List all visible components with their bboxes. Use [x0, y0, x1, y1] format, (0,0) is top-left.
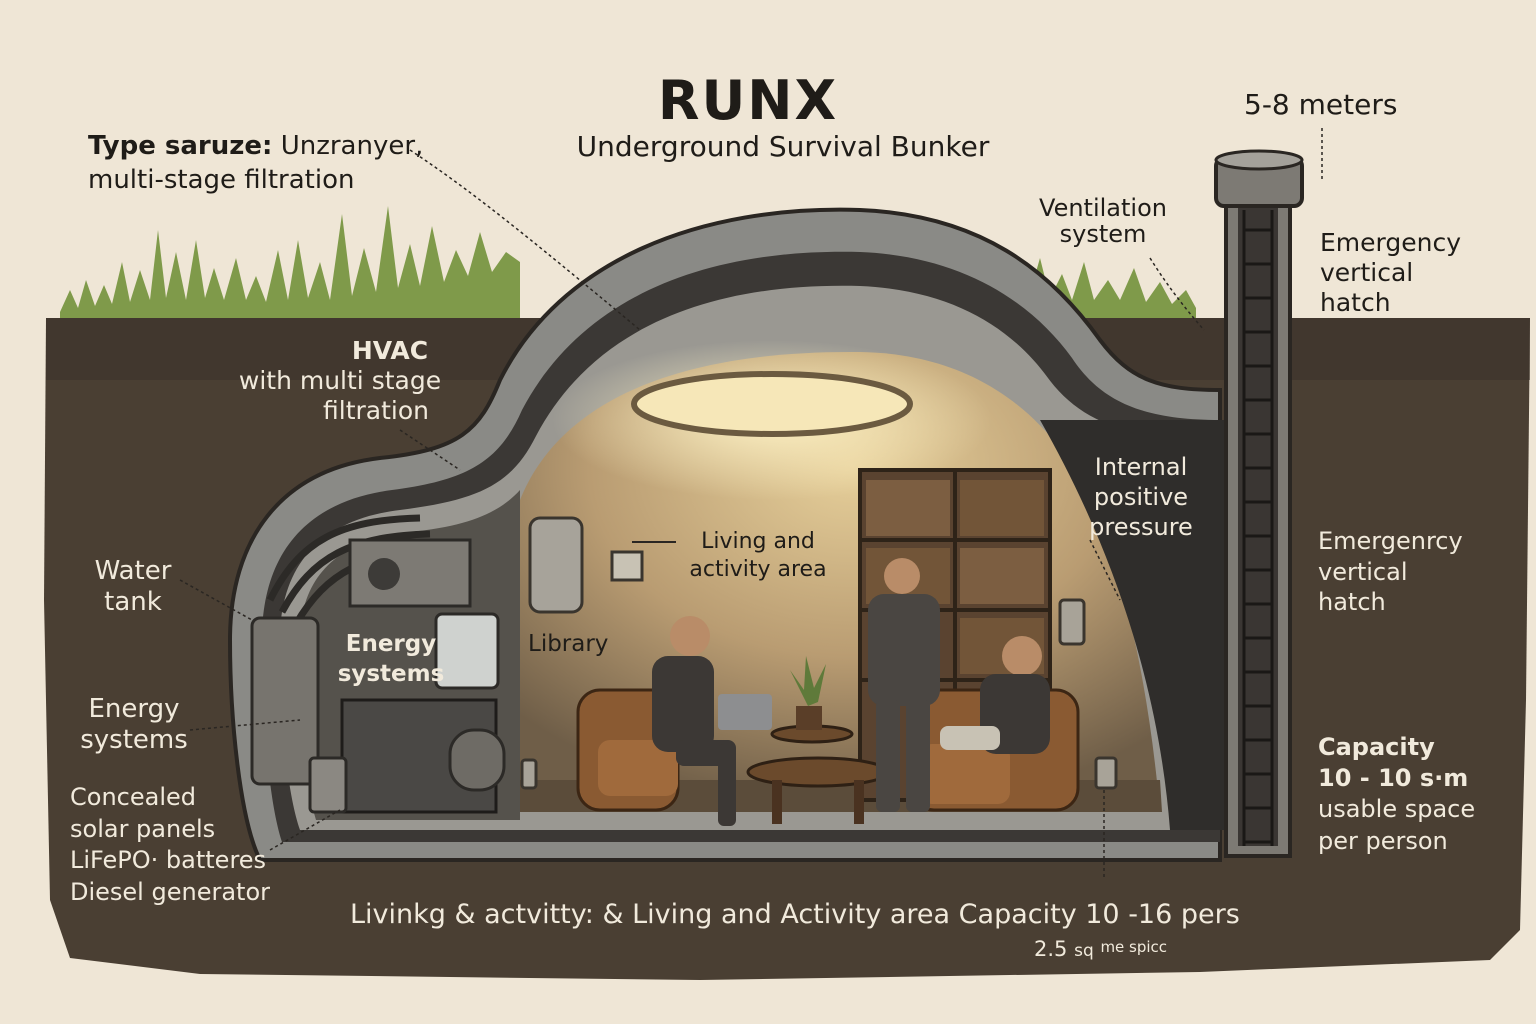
- energy-outer-line-2: systems: [80, 725, 188, 756]
- capacity-line-2: per person: [1318, 826, 1448, 855]
- pressure-label: Internal positive pressure: [1066, 452, 1216, 542]
- pressure-line-1: Internal: [1094, 453, 1188, 481]
- type-label: Type saruze: Unzranyer, multi-stage filt…: [88, 132, 423, 194]
- water-tank-label: Water tank: [80, 556, 186, 618]
- pressure-line-2: positive: [1093, 483, 1189, 511]
- wall-ac-unit: [528, 516, 584, 614]
- type-label-line2: multi-stage filtration: [88, 165, 355, 196]
- hatch-right-line-3: hatch: [1318, 588, 1386, 617]
- wall-thermostat: [1058, 598, 1086, 646]
- living-area-line-2: activity area: [689, 556, 827, 582]
- hvac-label: HVAC with multi stage filtration: [222, 336, 458, 426]
- energy-outer-line-1: Energy: [88, 694, 180, 724]
- battery-bank: [308, 756, 348, 814]
- person-seated-right: [940, 636, 1050, 754]
- person-seated-left: [652, 616, 772, 826]
- hatch-right-line-2: vertical: [1318, 557, 1408, 586]
- pressure-line-3: pressure: [1089, 513, 1193, 541]
- leader-lines: [179, 128, 1323, 880]
- wall-outlet: [1094, 756, 1118, 790]
- water-tank-line-2: tank: [104, 587, 162, 618]
- capacity-title: Capacity: [1318, 733, 1435, 761]
- power-item-generator: Diesel generator: [70, 878, 270, 907]
- potted-plant: [790, 656, 826, 730]
- power-item-batteries: LiFePO· batteres: [70, 846, 267, 875]
- hatch-top-line-2: vertical: [1320, 258, 1414, 287]
- hatch-top-line-3: hatch: [1320, 288, 1391, 317]
- living-area-label: Living and activity area: [678, 528, 838, 583]
- bottom-unit: sq: [1074, 941, 1094, 961]
- capacity-label: Capacity 10 - 10 s∙m usable space per pe…: [1318, 732, 1475, 857]
- hvac-line-1: with multi stage: [238, 366, 442, 395]
- capacity-line-1: usable space: [1318, 795, 1476, 824]
- type-label-bold: Type saruze:: [88, 131, 273, 161]
- coffee-table: [746, 724, 890, 824]
- fan-icon: [368, 558, 400, 590]
- bottom-value: 2.5: [1034, 937, 1068, 961]
- filter-unit: [348, 538, 472, 608]
- water-tank-line-1: Water: [94, 556, 172, 586]
- power-item-solar-concealed: Concealed: [70, 783, 196, 811]
- hatch-right-line-1: Emergenrcy: [1318, 527, 1463, 555]
- wall-switch: [520, 758, 538, 790]
- ladder: [1242, 210, 1274, 846]
- depth-label: 5-8 meters: [1244, 88, 1398, 121]
- wall-control-panel: [610, 550, 644, 582]
- capacity-value: 10 - 10 s∙m: [1318, 764, 1469, 793]
- water-tank: [250, 616, 320, 786]
- energy-inner-line-2: systems: [337, 660, 445, 687]
- ventilation-line-2: system: [1059, 219, 1147, 248]
- energy-outer-label: Energy systems: [64, 694, 204, 756]
- type-label-rest: Unzranyer,: [280, 131, 424, 161]
- hvac-title: HVAC: [351, 336, 429, 365]
- service-door: [448, 728, 506, 792]
- power-list: Concealed solar panels LiFePO· batteres …: [70, 782, 270, 909]
- ceiling-light: [631, 371, 913, 437]
- hvac-line-2: filtration: [323, 396, 429, 425]
- energy-inner-label: Energy systems: [334, 630, 448, 690]
- power-item-solar-panels: solar panels: [70, 814, 216, 843]
- ventilation-label: Ventilation system: [1030, 194, 1176, 248]
- living-area-line-1: Living and: [701, 529, 815, 554]
- hatch-right-label: Emergenrcy vertical hatch: [1318, 526, 1463, 618]
- person-standing: [868, 558, 940, 812]
- bottom-caption: Livinkg & actvitty: & Living and Activit…: [350, 899, 1240, 930]
- hatch-top-label: Emergency vertical hatch: [1320, 228, 1461, 318]
- bottom-small: me spicc: [1100, 938, 1168, 956]
- pressure-corridor: [1040, 420, 1240, 830]
- hatch-top-line-1: Emergency: [1320, 228, 1462, 257]
- bottom-subcaption: 2.5 sq me spicc: [1034, 938, 1167, 961]
- page-title: RUNX: [657, 69, 839, 132]
- energy-inner-line-1: Energy: [345, 631, 437, 657]
- energy-monitor: [434, 612, 500, 690]
- page-subtitle: Underground Survival Bunker: [576, 130, 990, 163]
- hatch-cap: [1214, 149, 1304, 208]
- library-label: Library: [528, 631, 609, 657]
- ventilation-line-1: Ventilation: [1039, 194, 1167, 222]
